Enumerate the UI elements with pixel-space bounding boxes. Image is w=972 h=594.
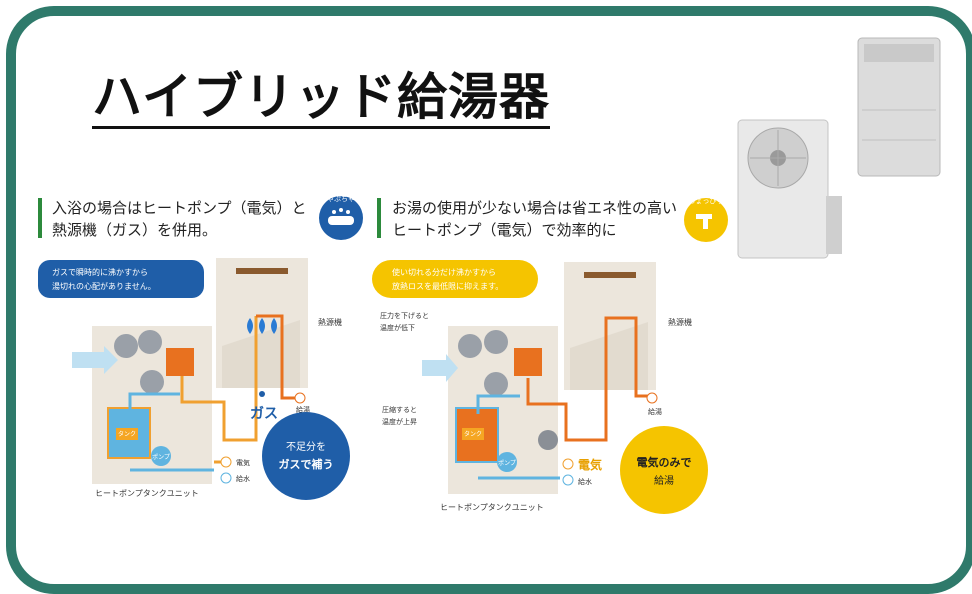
left-heading-line2: 熱源機（ガス）を併用。 (52, 221, 218, 239)
right-note-line2: 放熱ロスを最低限に抑えます。 (392, 281, 503, 291)
right-electric-callout: 電気のみで 給湯 (620, 426, 708, 514)
left-heading: 入浴の場合はヒートポンプ（電気）と 熱源機（ガス）を併用。 (52, 197, 307, 241)
left-gas-callout: 不足分を ガスで補う (262, 412, 350, 500)
right-heat-source-unit: 熱源機 (564, 262, 692, 390)
product-heat-source-image (857, 37, 941, 177)
right-pump-label: ポンプ (498, 459, 516, 467)
right-supply-water-label: 給水 (578, 477, 592, 486)
right-note-line1: 使い切れる分だけ沸かすから (392, 267, 496, 277)
left-pipes (128, 314, 298, 472)
left-gas-label: ガス (250, 406, 278, 422)
right-callout-top: 圧力を下げると 温度が低下 (380, 311, 429, 332)
right-heading-line2: ヒートポンプ（電気）で効率的に (392, 221, 617, 239)
right-callout-bottom: 圧縮すると 温度が上昇 (382, 405, 417, 426)
left-hot-outlet-icon (294, 392, 306, 404)
left-air-arrow (72, 346, 118, 374)
right-electric-label: 電気 (578, 457, 602, 472)
right-air-arrow (422, 354, 458, 382)
left-electric-label: 電気 (236, 458, 250, 467)
right-electric-icon (562, 458, 574, 470)
left-badge-label: ちゃぷちゃぷ (320, 195, 362, 203)
left-electric-icon (220, 456, 232, 468)
right-unit-label: ヒートポンプタンクユニット (440, 503, 544, 512)
page-title: ハイブリッド給湯器 (92, 70, 550, 129)
right-callout-top-line1: 圧力を下げると (380, 311, 429, 320)
left-bath-badge: ちゃぷちゃぷ (319, 195, 363, 240)
left-note-line2: 湯切れの心配がありません。 (52, 281, 156, 291)
left-tank-unit: タンク ポンプ ヒートポンプタンクユニット (92, 326, 212, 498)
left-water-inlet-icon (220, 472, 232, 484)
right-callout-top-line2: 温度が低下 (380, 323, 415, 332)
right-circle-line1: 電気のみで (637, 455, 692, 469)
faucet-icon (696, 214, 712, 229)
left-note-line1: ガスで瞬時的に沸かすから (52, 267, 148, 277)
right-callout-bottom-line1: 圧縮すると (382, 405, 417, 414)
product-heat-pump-image (737, 119, 842, 259)
bathtub-icon (328, 216, 354, 225)
right-badge-label: ちょっぴり (689, 197, 724, 205)
right-pipes (476, 316, 648, 480)
left-unit-label: ヒートポンプタンクユニット (95, 489, 199, 498)
right-heat-source-label: 熱源機 (668, 317, 692, 327)
right-note: 使い切れる分だけ沸かすから 放熱ロスを最低限に抑えます。 (372, 260, 538, 298)
left-heat-source-unit: 熱源機 (216, 258, 342, 388)
right-tank-label: タンク (464, 430, 482, 438)
right-callout-bottom-line2: 温度が上昇 (382, 417, 417, 426)
left-heat-source-label: 熱源機 (318, 317, 342, 327)
right-circle-line2: 給湯 (654, 474, 674, 487)
left-heading-marker (38, 198, 42, 238)
right-tank-unit: タンク ポンプ ヒートポンプタンクユニット (440, 326, 558, 512)
left-note: ガスで瞬時的に沸かすから 湯切れの心配がありません。 (38, 260, 204, 298)
right-heading: お湯の使用が少ない場合は省エネ性の高い ヒートポンプ（電気）で効率的に (392, 197, 677, 241)
left-supply-hot-label: 給湯 (296, 405, 310, 414)
right-supply-hot-label: 給湯 (648, 407, 662, 416)
gas-flame-icon (247, 318, 277, 397)
right-water-inlet-icon (562, 474, 574, 486)
left-supply-water-label: 給水 (236, 474, 250, 483)
page-frame (6, 6, 972, 594)
left-pump-label: ポンプ (152, 453, 170, 461)
right-heading-marker (377, 198, 381, 238)
right-hot-outlet-icon (646, 392, 658, 404)
left-heading-line1: 入浴の場合はヒートポンプ（電気）と (52, 199, 307, 217)
left-circle-line1: 不足分を (286, 441, 326, 453)
right-heading-line1: お湯の使用が少ない場合は省エネ性の高い (392, 199, 678, 217)
left-circle-line2: ガスで補う (279, 457, 334, 471)
left-tank-label: タンク (118, 430, 136, 438)
right-faucet-badge: ちょっぴり (684, 197, 728, 242)
